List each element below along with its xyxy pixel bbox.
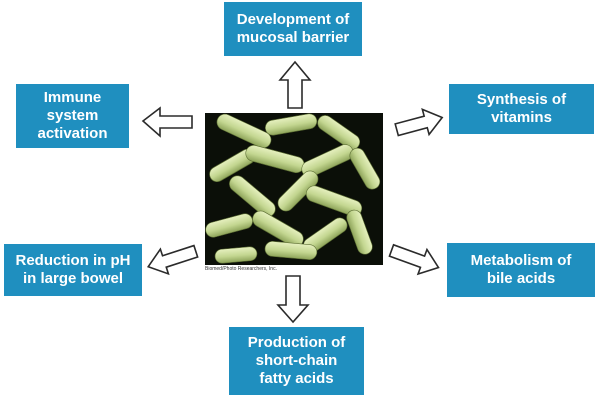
- box-synthesis-vitamins-line-1: Synthesis of: [476, 91, 567, 108]
- box-metabolism-bile-line-2: bile acids: [486, 270, 556, 287]
- box-mucosal-barrier-line-1: Development of: [236, 11, 350, 28]
- box-immune-activation-line-2: system: [46, 107, 99, 124]
- box-immune-activation-line-3: activation: [37, 125, 108, 142]
- box-short-chain-fatty-acids-line-3: fatty acids: [259, 370, 334, 387]
- box-synthesis-vitamins: Synthesis of vitamins: [449, 84, 594, 134]
- box-metabolism-bile: Metabolism of bile acids: [447, 243, 595, 297]
- box-short-chain-fatty-acids: Production of short-chain fatty acids: [229, 327, 364, 395]
- box-reduction-ph-line-2: in large bowel: [22, 270, 124, 287]
- arrow-down: [276, 275, 310, 324]
- box-reduction-ph-line-1: Reduction in pH: [15, 252, 131, 269]
- arrow-lower-right: [388, 243, 440, 276]
- box-mucosal-barrier-line-2: mucosal barrier: [236, 29, 350, 46]
- arrow-up: [278, 60, 312, 109]
- box-short-chain-fatty-acids-line-1: Production of: [247, 334, 346, 351]
- bacteria-micrograph: [205, 113, 383, 265]
- box-mucosal-barrier: Development of mucosal barrier: [224, 2, 362, 56]
- bacteria-image: [205, 113, 383, 265]
- arrow-upper-left: [141, 106, 193, 138]
- box-short-chain-fatty-acids-line-2: short-chain: [255, 352, 338, 369]
- box-immune-activation: Immune system activation: [16, 84, 129, 148]
- photo-credit: Biomed/Photo Researchers, Inc.: [205, 266, 277, 272]
- arrow-lower-left: [146, 244, 199, 276]
- box-reduction-ph: Reduction in pH in large bowel: [4, 244, 142, 296]
- box-synthesis-vitamins-line-2: vitamins: [491, 109, 552, 126]
- box-immune-activation-line-1: Immune: [43, 89, 102, 106]
- box-metabolism-bile-line-1: Metabolism of: [470, 252, 572, 269]
- arrow-upper-right: [394, 108, 444, 137]
